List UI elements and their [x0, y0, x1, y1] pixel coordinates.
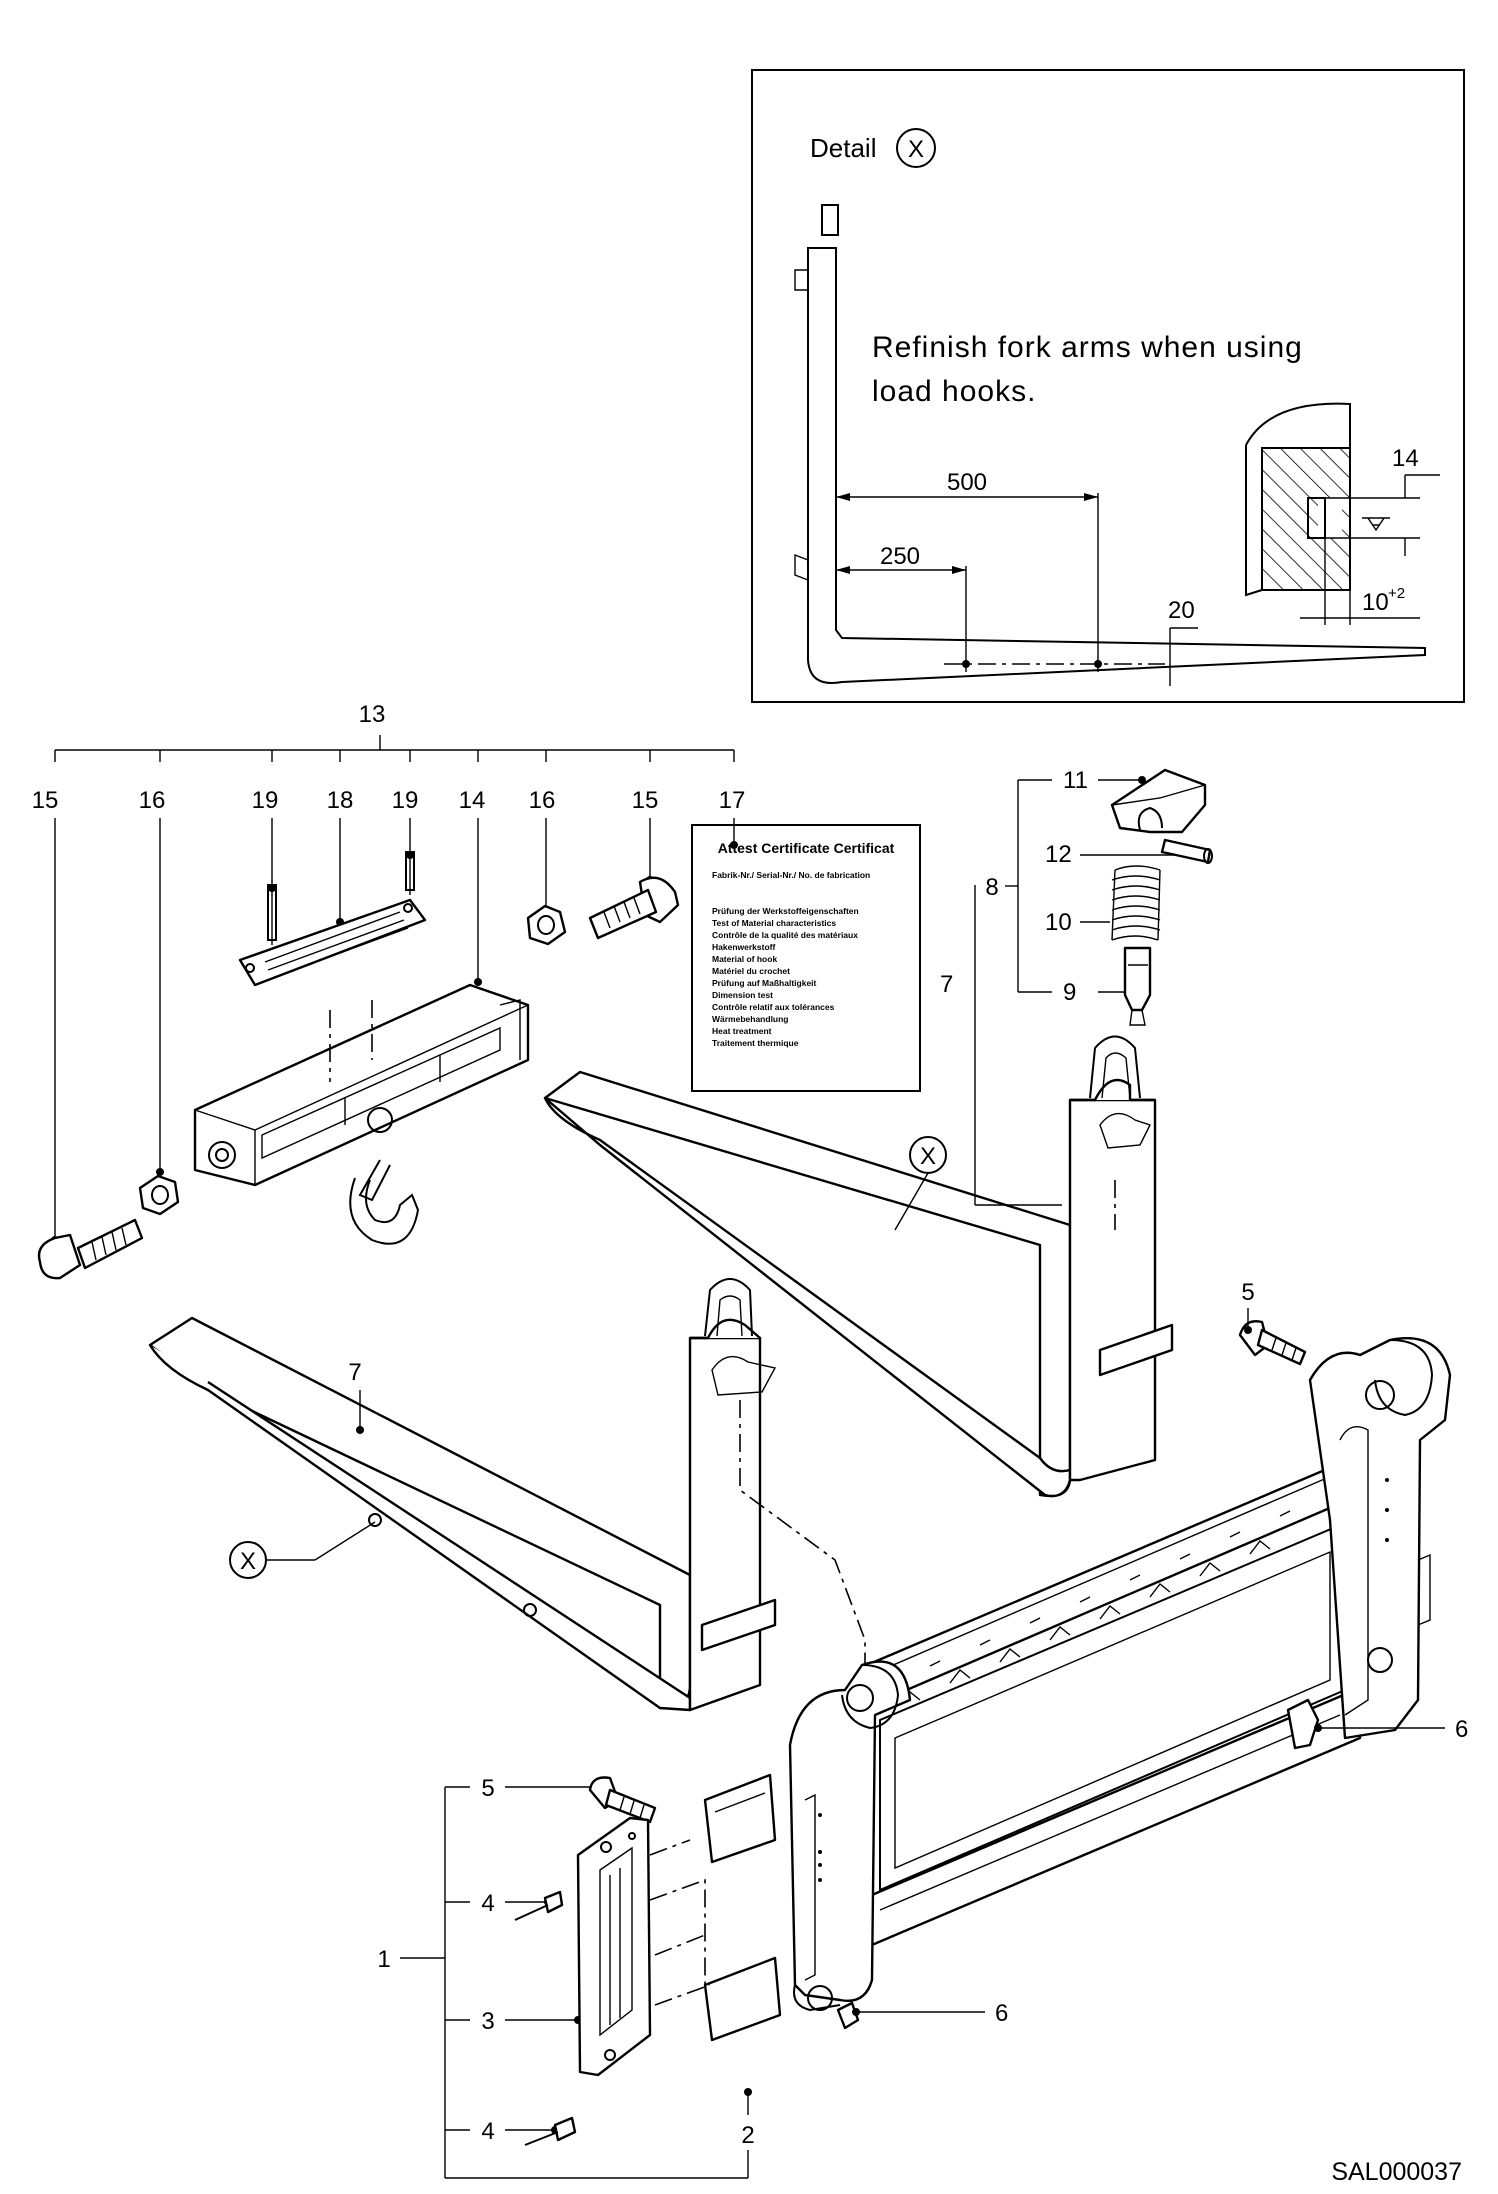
certificate-line-5: Contrôle de la qualité des matériaux — [712, 930, 858, 940]
callout-15-right: 15 — [632, 787, 659, 814]
certificate-line-10: Dimension test — [712, 990, 773, 1000]
certificate-line-13: Heat treatment — [712, 1026, 772, 1036]
detail-marker: X — [908, 136, 924, 163]
detail-x-panel: Detail X Refinish fork arms when using l… — [751, 69, 1465, 703]
nut-right — [526, 904, 567, 946]
callout-6-lower: 6 — [995, 2000, 1008, 2027]
callout-14: 14 — [459, 787, 486, 814]
certificate-line-14: Traitement thermique — [712, 1038, 799, 1048]
callout-12: 12 — [1045, 841, 1072, 868]
spring-10 — [1111, 865, 1161, 941]
weld-section-detail: 14 10 +2 — [1245, 402, 1440, 625]
fork-arm-upper — [543, 1035, 1174, 1498]
callout-7-upper: 7 — [940, 971, 953, 998]
x-marker-lower: X — [240, 1548, 256, 1575]
certificate-line-7: Material of hook — [712, 954, 777, 964]
callout-7-lower: 7 — [348, 1359, 361, 1386]
bolt-right — [588, 876, 680, 940]
detail-title: Detail — [810, 133, 876, 163]
certificate-line-1: Fabrik-Nr./ Serial-Nr./ No. de fabricati… — [712, 870, 870, 880]
dim-20-label: 20 — [1168, 597, 1195, 624]
certificate-line-12: Wärmebehandlung — [712, 1014, 789, 1024]
certificate-title: Attest Certificate Certificat — [718, 840, 895, 856]
x-marker-upper: X — [920, 1143, 936, 1170]
detail-note-line1: Refinish fork arms when using — [872, 331, 1303, 364]
callout-3: 3 — [481, 2008, 494, 2035]
bolt-left — [37, 1218, 144, 1280]
dim-14-label: 14 — [1392, 445, 1419, 472]
fork-carriage — [703, 1337, 1452, 2042]
fork-arm-lower — [148, 1278, 777, 1712]
callout-13: 13 — [359, 701, 386, 728]
callout-18: 18 — [327, 787, 354, 814]
certificate-line-6: Hakenwerkstoff — [712, 942, 775, 952]
callout-1: 1 — [377, 1946, 390, 1973]
dim-10-tolerance: +2 — [1388, 585, 1405, 602]
drawing-id: SAL000037 — [1331, 2158, 1462, 2186]
stop-block-6 — [836, 1698, 1445, 2030]
callout-9: 9 — [1063, 979, 1076, 1006]
callout-4-upper: 4 — [481, 1890, 494, 1917]
callout-1-bracket: 1 5 4 3 4 2 — [377, 1775, 755, 2179]
callout-6-right: 6 — [1455, 1716, 1468, 1743]
pin-4-lower — [524, 2116, 577, 2146]
carriage-nameplate-3 — [576, 1816, 652, 2077]
detail-note-line2: load hooks. — [872, 375, 1036, 408]
load-hook-body — [193, 983, 530, 1245]
certificate-line-8: Matériel du crochet — [712, 966, 790, 976]
hook-nameplate — [238, 851, 427, 987]
callout-5-left: 5 — [481, 1775, 494, 1802]
dim-10-label: 10 — [1362, 589, 1389, 616]
dim-500-label: 500 — [947, 469, 987, 496]
dim-250-label: 250 — [880, 543, 920, 570]
pin-12 — [1160, 838, 1213, 864]
detail-fork-profile — [794, 204, 1426, 684]
certificate-line-3: Prüfung der Werkstoffeigenschaften — [712, 906, 859, 916]
certificate-line-4: Test of Material characteristics — [712, 918, 836, 928]
dimension-250: 250 — [836, 543, 967, 672]
pin-4-upper — [514, 1890, 564, 1921]
bolt-5-left — [588, 1776, 657, 1824]
dimension-500: 500 — [836, 469, 1099, 672]
callout-11: 11 — [1063, 767, 1088, 794]
callout-8-bracket: 8 11 12 10 9 — [985, 767, 1199, 1006]
certificate-line-9: Prüfung auf Maßhaltigkeit — [712, 978, 817, 988]
certificate-line-11: Contrôle relatif aux tolérances — [712, 1002, 835, 1012]
callout-10: 10 — [1045, 909, 1072, 936]
callout-5-right: 5 — [1241, 1279, 1254, 1306]
dimension-20: 20 — [1168, 597, 1198, 686]
callout-2: 2 — [741, 2122, 754, 2149]
callout-13-bracket: 13 15 16 19 18 19 14 16 15 17 — [32, 701, 746, 814]
nut-left — [138, 1174, 180, 1216]
callout-8: 8 — [985, 874, 998, 901]
bolt-9 — [1123, 946, 1152, 1026]
callout-17: 17 — [719, 787, 746, 814]
callout-19-right: 19 — [392, 787, 419, 814]
certificate-card: Attest Certificate Certificat Fabrik-Nr.… — [691, 824, 921, 1092]
callout-16-right: 16 — [529, 787, 556, 814]
fork-pawl-11 — [1110, 768, 1207, 834]
callout-19-left: 19 — [252, 787, 279, 814]
callout-15-left: 15 — [32, 787, 59, 814]
callout-16-left: 16 — [139, 787, 166, 814]
bolt-5-right — [1238, 1308, 1307, 1366]
callout-4-lower: 4 — [481, 2118, 494, 2145]
